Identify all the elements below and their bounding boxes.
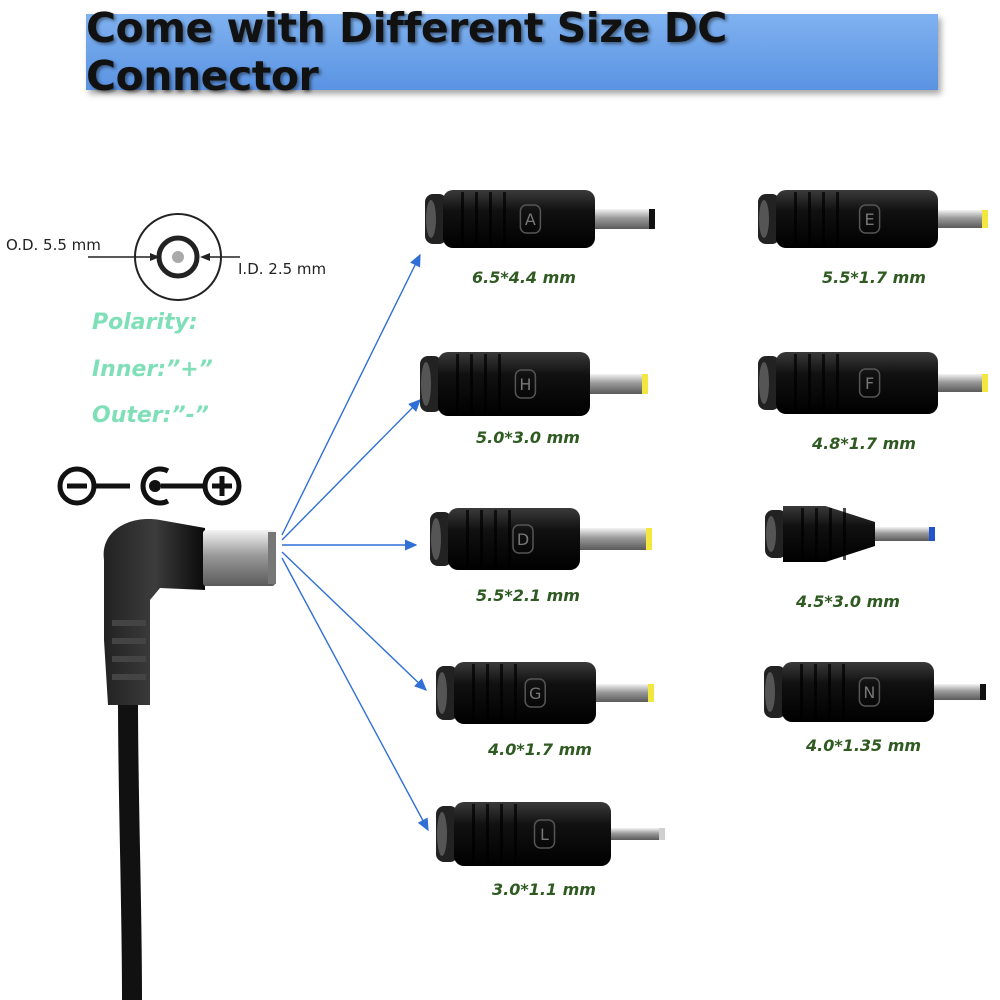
connector-body — [443, 190, 595, 248]
right-angle-plug — [103, 519, 276, 1000]
letter-badge — [524, 678, 546, 708]
letter-badge — [519, 204, 542, 234]
connector-pin-end — [642, 374, 648, 394]
connector-pin-end — [929, 527, 935, 541]
connector-size-label: 5.5*1.7 mm — [822, 268, 926, 287]
letter-badge — [533, 819, 556, 849]
connector-pin — [934, 684, 986, 700]
connector-pin — [590, 374, 648, 394]
letter-badge — [512, 524, 534, 554]
connector-size-label: 5.5*2.1 mm — [476, 586, 580, 605]
connector-letter: G — [529, 684, 541, 703]
c-symbol-icon — [140, 466, 170, 506]
connector-size-label: 4.5*3.0 mm — [796, 592, 900, 611]
connector-letter: D — [517, 530, 529, 549]
connector-tip-h: H — [420, 352, 648, 416]
polarity-symbol — [57, 466, 242, 506]
polarity-inner: Inner:”+” — [92, 357, 213, 382]
inner-diameter-label: I.D. 2.5 mm — [238, 260, 327, 278]
connector-size-label: 3.0*1.1 mm — [492, 880, 596, 899]
connector-size-label: 4.0*1.35 mm — [806, 736, 922, 755]
connector-size-label: 4.0*1.7 mm — [488, 740, 592, 759]
connector-size-label: 6.5*4.4 mm — [472, 268, 576, 287]
connector-size-label: 5.0*3.0 mm — [476, 428, 580, 447]
connector-body — [438, 352, 590, 416]
connector-tip-g: G — [436, 662, 654, 724]
arrow-to-g — [281, 551, 428, 691]
connector-pin-end — [659, 828, 665, 840]
connector-tip-d: D — [430, 508, 652, 570]
connector-pin — [595, 209, 655, 229]
polarity-outer: Outer:”-” — [92, 403, 209, 428]
jack-diagram — [88, 213, 240, 301]
connector-pin-end — [980, 684, 986, 700]
connector-tip-taper — [765, 506, 935, 562]
cable — [118, 699, 142, 1000]
connector-tip-n: N — [764, 662, 986, 722]
connector-pin-end — [649, 209, 655, 229]
connector-body — [776, 190, 938, 248]
connector-pin — [938, 210, 988, 228]
connector-letter: H — [519, 375, 531, 394]
connector-body — [454, 802, 611, 866]
connector-body — [776, 352, 938, 414]
arrow-to-a — [281, 253, 421, 536]
connector-pin — [580, 528, 652, 550]
connector-pin-end — [648, 684, 654, 702]
connector-tip-l: L — [436, 802, 665, 866]
connector-tip-e: E — [758, 190, 988, 248]
connector-body — [782, 662, 934, 722]
connector-letter: N — [863, 683, 875, 702]
polarity-heading: Polarity: — [92, 310, 198, 335]
connector-pin — [938, 374, 988, 392]
connector-pin-end — [982, 210, 988, 228]
connector-letter: L — [540, 825, 549, 844]
connector-pin — [875, 527, 935, 541]
connector-pin — [596, 684, 654, 702]
connector-letter: A — [525, 210, 536, 229]
connector-tip-a: A — [425, 190, 655, 248]
plug-barrel — [203, 530, 275, 586]
connectors-layer: A E H F D G N L — [420, 190, 988, 866]
connector-pin — [611, 828, 665, 840]
outer-diameter-label: O.D. 5.5 mm — [6, 236, 101, 254]
connector-letter: F — [865, 374, 874, 393]
connector-tip-f: F — [758, 352, 988, 414]
connector-size-label: 4.8*1.7 mm — [812, 434, 916, 453]
connector-pin-end — [646, 528, 652, 550]
arrow-to-l — [281, 557, 429, 832]
letter-badge — [858, 677, 881, 707]
center-pin — [172, 251, 184, 263]
connector-pin-end — [982, 374, 988, 392]
letter-badge — [514, 369, 537, 399]
letter-badge — [858, 368, 881, 398]
arrow-to-h — [281, 399, 421, 541]
letter-badge — [858, 204, 881, 234]
connector-letter: E — [865, 210, 875, 229]
plus-icon — [202, 466, 242, 506]
arrows — [281, 253, 429, 832]
